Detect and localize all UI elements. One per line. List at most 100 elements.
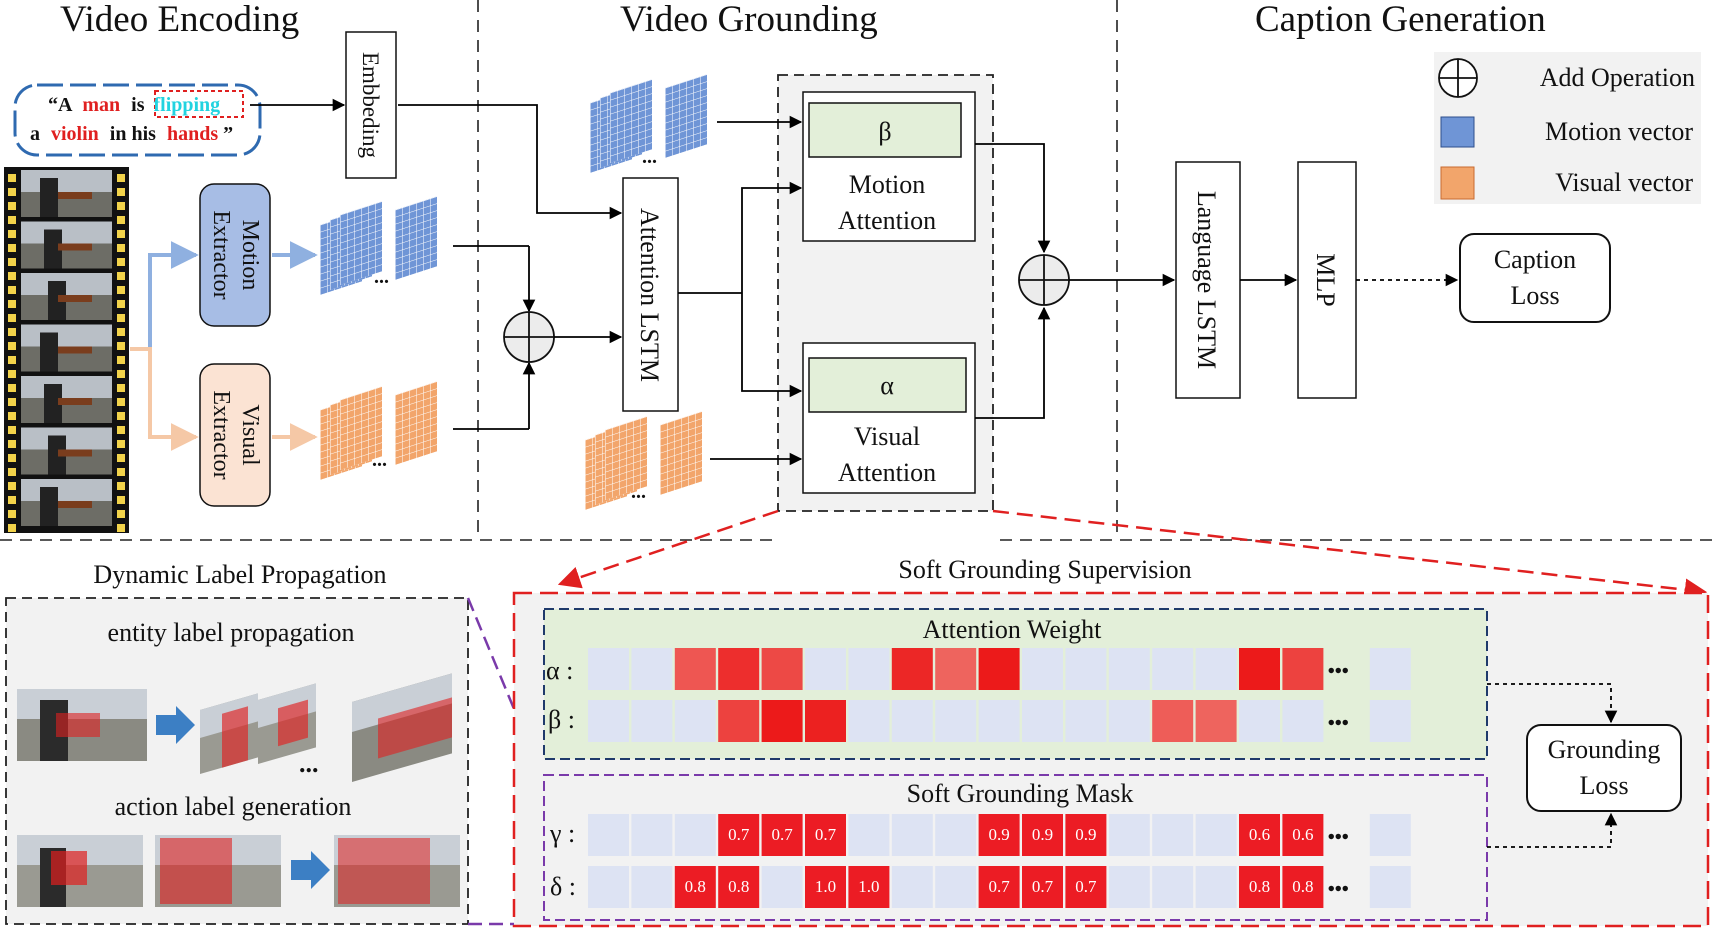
beta-row-label: β : [548, 705, 575, 734]
caption-word: “A [48, 94, 73, 116]
caption-line-1: “A man is flipping [48, 94, 220, 116]
mask-cell [1065, 866, 1107, 908]
film-sprocket-hole [8, 300, 16, 308]
film-sprocket-hole [8, 384, 16, 392]
film-sprocket-hole [8, 286, 16, 294]
film-sprocket-hole [117, 314, 125, 322]
caption-bubble-outline [13, 83, 262, 157]
film-sprocket-hole [8, 524, 16, 532]
mask-cell-value: 1.0 [858, 877, 879, 896]
film-sprocket-hole [8, 230, 16, 238]
attention-cell [1282, 700, 1324, 742]
entity-target-frame-2 [258, 683, 316, 764]
action-frame-merged [334, 835, 460, 907]
film-sprocket-hole [117, 202, 125, 210]
film-sprocket-hole [8, 468, 16, 476]
entity-target-frame-3 [352, 673, 452, 782]
input-caption-bubble: “A man is flipping a violin in his hands… [13, 83, 262, 157]
film-sprocket-hole [8, 426, 16, 434]
film-sprocket-hole [8, 272, 16, 280]
mask-cell [805, 866, 846, 908]
mask-cell [848, 866, 890, 908]
film-sprocket-hole [117, 328, 125, 336]
film-sprocket-hole [8, 244, 16, 252]
mask-cell-value: 1.0 [815, 877, 836, 896]
film-sprocket-hole [117, 258, 125, 266]
film-sprocket-hole [117, 482, 125, 490]
grounding-visual-stack [585, 411, 702, 510]
mask-cell [891, 866, 933, 908]
grounding-visual-ellipsis: ... [631, 481, 646, 503]
visual-extractor-block [199, 363, 271, 507]
film-sprocket-hole [117, 370, 125, 378]
video-frame [21, 170, 112, 217]
legend-add-label: Add Operation [1540, 63, 1695, 92]
motion-vector-legend-swatch [1440, 116, 1475, 148]
visual-extractor-label-2: Extractor [208, 390, 234, 479]
mask-cell [891, 814, 933, 856]
caption-word: in his [110, 123, 156, 145]
film-sprocket-hole [117, 342, 125, 350]
attention-cell [978, 648, 1020, 690]
beta-symbol: β [878, 117, 891, 146]
visual-extractor-label-1: Visual [237, 404, 263, 466]
mask-cell [761, 814, 803, 856]
film-sprocket-hole [8, 398, 16, 406]
film-sprocket-hole [8, 482, 16, 490]
caption-word-man: man [82, 94, 120, 116]
zoom-line-left [557, 509, 779, 589]
grounding-loss-label-2: Loss [1579, 771, 1628, 800]
attention-cell [805, 700, 846, 742]
film-sprocket-hole [117, 426, 125, 434]
film-frames [21, 170, 112, 526]
mask-cell-value: 0.9 [1075, 825, 1096, 844]
alpha-row-label: α : [546, 656, 573, 685]
caption-loss-label-2: Loss [1510, 281, 1559, 310]
mask-cell [718, 866, 760, 908]
mask-cell [1152, 814, 1194, 856]
film-sprocket-hole [117, 510, 125, 518]
caption-loss-label-1: Caption [1494, 245, 1576, 274]
motion-attention-to-add-arrow [975, 143, 1051, 254]
mask-cell [805, 814, 846, 856]
embedding-to-attention-lstm-arrow [398, 104, 623, 220]
attention-cell [1239, 700, 1280, 742]
feature-map [395, 196, 437, 280]
mask-cell [1282, 866, 1324, 908]
film-sprocket-hole [117, 188, 125, 196]
embedding-block [345, 31, 397, 179]
attention-cell [674, 648, 716, 690]
mask-cell-value: 0.7 [815, 825, 837, 844]
film-sprocket-hole [117, 468, 125, 476]
film-sprocket-hole [117, 272, 125, 280]
mask-cell [674, 814, 716, 856]
mask-cell [935, 814, 977, 856]
video-frame [21, 479, 112, 526]
attention-cell [1195, 648, 1237, 690]
attention-cell [1152, 700, 1194, 742]
action-generation-label: action label generation [115, 792, 352, 821]
language-lstm-block [1175, 161, 1241, 399]
mask-cell [1022, 814, 1063, 856]
attention-cell [1108, 648, 1150, 690]
mask-cell-value: 0.9 [1032, 825, 1053, 844]
film-to-motion-arrow [130, 241, 199, 351]
mask-cell [1369, 866, 1411, 908]
attention-cell [588, 648, 629, 690]
feature-map [610, 79, 652, 163]
feature-map [395, 381, 437, 465]
attention-cell [1152, 648, 1194, 690]
attention-cell [761, 700, 803, 742]
mask-cell [631, 814, 673, 856]
legend-box [1434, 52, 1701, 204]
attention-lstm-label: Attention LSTM [635, 208, 664, 382]
row-ellipsis: ••• [1328, 878, 1349, 900]
film-sprocket-hole [8, 202, 16, 210]
mask-cell [1152, 866, 1194, 908]
soft-mask-to-grounding-loss-arrow [1487, 812, 1618, 848]
film-sprocket-hole [8, 510, 16, 518]
motion-feature-stack [320, 196, 437, 295]
